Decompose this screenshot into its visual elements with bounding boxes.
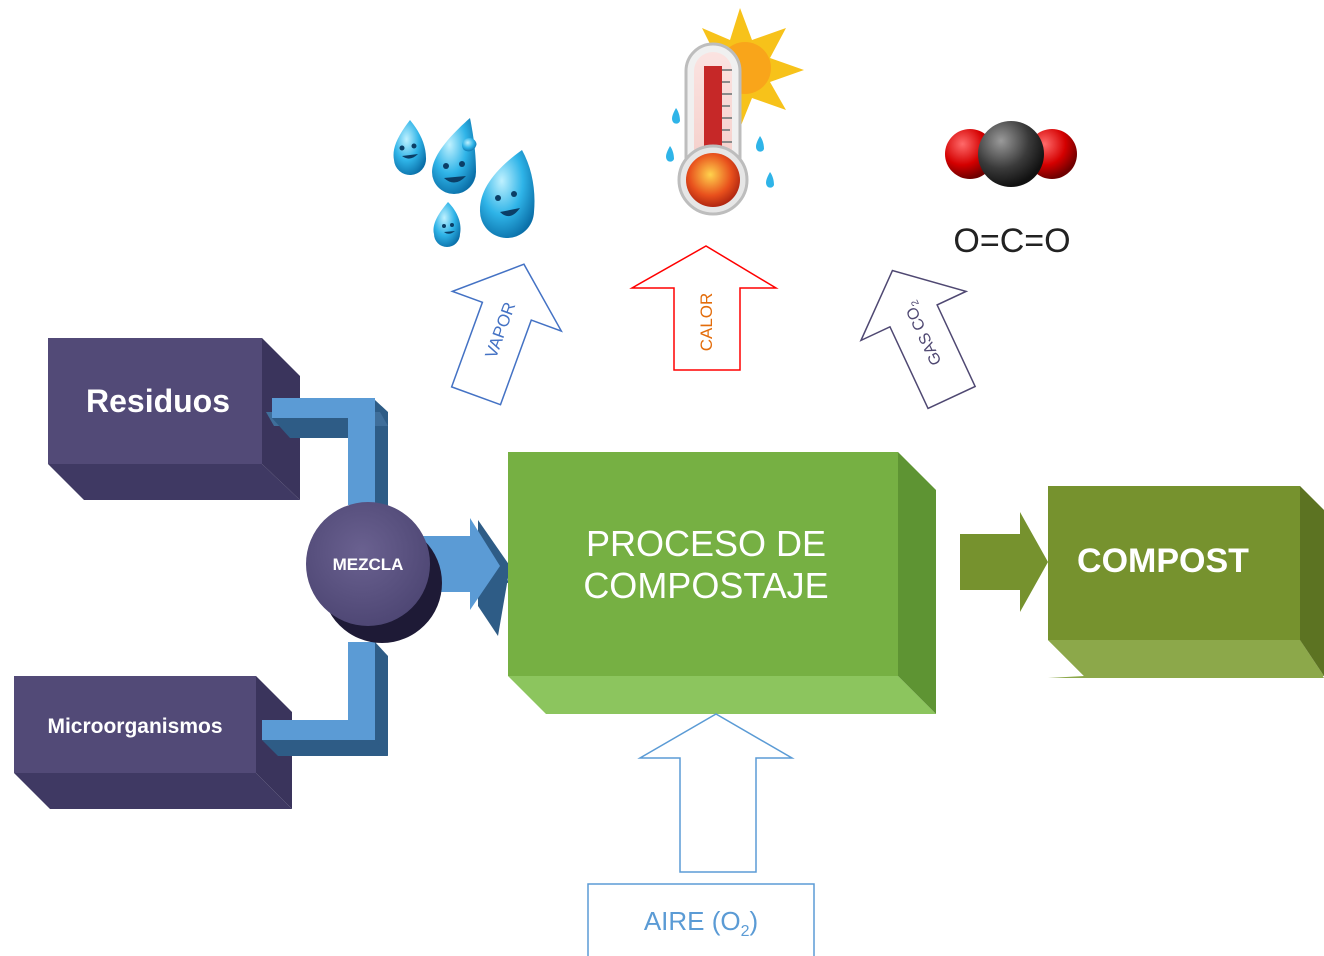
- gas-arrow: GAS CO2: [859, 269, 977, 410]
- co2-formula: O=C=O: [953, 222, 1070, 260]
- residuos-box: Residuos: [48, 338, 300, 500]
- water-drops-icon: [393, 118, 535, 247]
- mezcla-label: MEZCLA: [333, 555, 404, 574]
- process-label-line1: PROCESO DE: [586, 523, 826, 564]
- compost-label: COMPOST: [1077, 542, 1249, 580]
- process-to-compost-arrow: [960, 512, 1048, 612]
- gas-label-sub: 2: [909, 297, 922, 307]
- vapor-arrow: VAPOR: [450, 263, 563, 406]
- process-box: PROCESO DE COMPOSTAJE: [508, 452, 936, 714]
- microorganismos-box: Microorganismos: [14, 676, 292, 809]
- air-label-sub: 2: [741, 923, 750, 940]
- air-label: AIRE (O2): [644, 906, 758, 940]
- mezcla-circle: MEZCLA: [306, 502, 442, 643]
- air-arrow: [637, 713, 795, 873]
- top-connector: [266, 398, 388, 520]
- process-label-line2: COMPOSTAJE: [583, 565, 828, 606]
- bottom-connector: [262, 642, 388, 756]
- air-label-prefix: AIRE (O: [644, 906, 741, 936]
- air-label-suffix: ): [750, 906, 759, 936]
- calor-label: CALOR: [697, 293, 716, 352]
- residuos-label: Residuos: [86, 383, 230, 419]
- air-box: AIRE (O2): [587, 883, 815, 956]
- compost-box: COMPOST: [1048, 486, 1324, 678]
- microorganismos-label: Microorganismos: [47, 715, 222, 738]
- thermometer-sun-icon: [666, 8, 804, 216]
- mix-to-process-arrow: [420, 518, 510, 636]
- co2-molecule-icon: [945, 121, 1077, 187]
- calor-arrow: CALOR: [629, 245, 779, 371]
